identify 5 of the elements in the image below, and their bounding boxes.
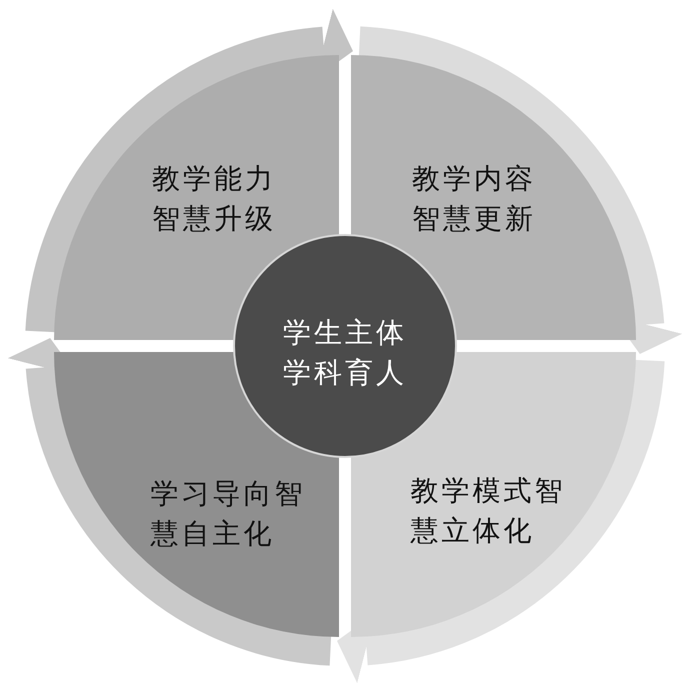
sector-label: 学习导向智慧自主化 (150, 476, 306, 552)
sector-label: 教学内容智慧更新 (412, 161, 537, 237)
center-label: 学生主体学科育人 (283, 315, 408, 391)
sector-label: 教学能力智慧升级 (152, 161, 277, 237)
sector-label: 教学模式智慧立体化 (410, 473, 566, 549)
